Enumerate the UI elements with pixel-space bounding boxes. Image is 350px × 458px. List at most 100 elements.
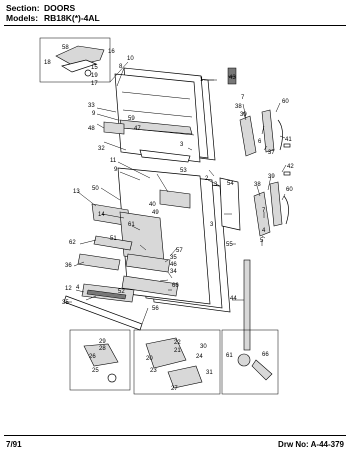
callout-33: 33 (88, 103, 95, 109)
door-label-panel (159, 189, 191, 209)
callout-66: 66 (172, 283, 179, 289)
callout-30: 30 (200, 344, 207, 350)
callout-13: 13 (73, 189, 80, 195)
freezer-door-assembly (103, 67, 216, 163)
section-label: Section: (6, 3, 40, 13)
footer-rule (4, 435, 346, 436)
callout-28: 28 (99, 346, 106, 352)
callout-52: 52 (118, 289, 125, 295)
callout-51: 51 (110, 236, 117, 242)
revision-date: 7/91 (6, 440, 22, 449)
callout-7b: 7 (262, 208, 266, 214)
detail-inset-top-left (39, 37, 111, 83)
callout-8: 8 (119, 64, 123, 70)
callout-3b: 3 (214, 182, 218, 188)
callout-11: 11 (110, 158, 117, 164)
callout-6: 6 (258, 139, 262, 145)
screw-part (84, 69, 92, 77)
callout-46: 46 (170, 262, 177, 268)
inset-right-cap (237, 353, 251, 367)
callout-55: 55 (226, 242, 233, 248)
section-value: DOORS (44, 3, 76, 13)
callout-31: 31 (206, 370, 213, 376)
callout-42: 42 (287, 164, 294, 170)
callout-19: 19 (91, 73, 98, 79)
callout-34: 34 (170, 269, 177, 275)
door-shelf-bottom (121, 275, 179, 297)
callout-40: 40 (149, 202, 156, 208)
callout-38b: 38 (254, 182, 261, 188)
drawing-number: Drw No: A-44-379 (278, 440, 344, 449)
vertical-strip (243, 259, 251, 351)
inset-middle-plate (167, 365, 203, 389)
callout-66b: 66 (262, 352, 269, 358)
inset-right-frame (221, 329, 279, 395)
callout-1: 1 (200, 77, 204, 83)
callout-57: 57 (176, 248, 183, 254)
upper-handle-right (261, 109, 275, 153)
inset-left-hinge (83, 343, 119, 367)
callout-16: 16 (108, 49, 115, 55)
callout-50: 50 (92, 186, 99, 192)
inset-right-pin (251, 359, 273, 381)
callout-54: 54 (227, 181, 234, 187)
models-line: Models:RB18K(*)-4AL (6, 13, 100, 23)
handle-cover-upper (277, 119, 283, 151)
freezer-bracket (103, 121, 125, 135)
callout-2: 2 (205, 176, 209, 182)
door-bin (77, 253, 121, 271)
fresh-food-door-assembly (63, 167, 231, 331)
callout-53: 53 (180, 168, 187, 174)
callout-38: 38 (235, 104, 242, 110)
callout-60: 60 (282, 99, 289, 105)
callout-35: 35 (170, 255, 177, 261)
header-rule (4, 25, 346, 26)
callout-10: 10 (127, 56, 134, 62)
inset-middle-frame (133, 329, 221, 395)
callout-27: 27 (171, 386, 178, 392)
upper-handle-left (239, 115, 257, 157)
callout-26: 26 (89, 354, 96, 360)
callout-32: 32 (98, 146, 105, 152)
lower-bin-insert (86, 289, 127, 300)
freezer-handle-trim (139, 149, 191, 163)
callout-36: 36 (65, 263, 72, 269)
lower-handle-right (269, 181, 283, 227)
callout-18: 18 (44, 60, 51, 66)
screw-small (283, 143, 291, 148)
door-shelf-small (93, 235, 133, 251)
callout-43: 43 (229, 75, 236, 81)
callout-60b: 60 (286, 187, 293, 193)
hinge-plate-part (61, 59, 98, 73)
lower-handle-left (253, 191, 271, 237)
callout-17: 17 (91, 81, 98, 87)
callout-labels: 58 16 18 15 19 17 10 8 1 33 9 59 48 47 3… (44, 45, 294, 392)
callout-4: 4 (262, 228, 266, 234)
callout-39: 39 (240, 112, 247, 118)
callout-3c: 3 (210, 222, 214, 228)
callout-59: 59 (128, 116, 135, 122)
callout-56: 56 (152, 306, 159, 312)
callout-12: 12 (65, 286, 72, 292)
callout-9b: 9 (114, 167, 118, 173)
callout-21: 21 (174, 348, 181, 354)
models-value: RB18K(*)-4AL (44, 13, 100, 23)
inset-left-screw (107, 373, 117, 383)
callout-61: 61 (128, 222, 135, 228)
callout-23: 23 (150, 368, 157, 374)
handle-cover-lower (283, 195, 289, 225)
callout-41: 41 (285, 137, 292, 143)
callout-49: 49 (152, 210, 159, 216)
callout-15: 15 (91, 65, 98, 71)
callout-29: 29 (99, 339, 106, 345)
section-line: Section: DOORS (6, 3, 75, 13)
callout-47: 47 (134, 126, 141, 132)
screw-small-2 (283, 171, 291, 176)
callout-39b: 39 (268, 174, 275, 180)
door-side-panel (219, 177, 241, 231)
inset-middle-bracket (145, 337, 187, 369)
leader-lines (66, 61, 287, 325)
callout-3: 3 (180, 142, 184, 148)
callout-58: 58 (62, 45, 69, 51)
